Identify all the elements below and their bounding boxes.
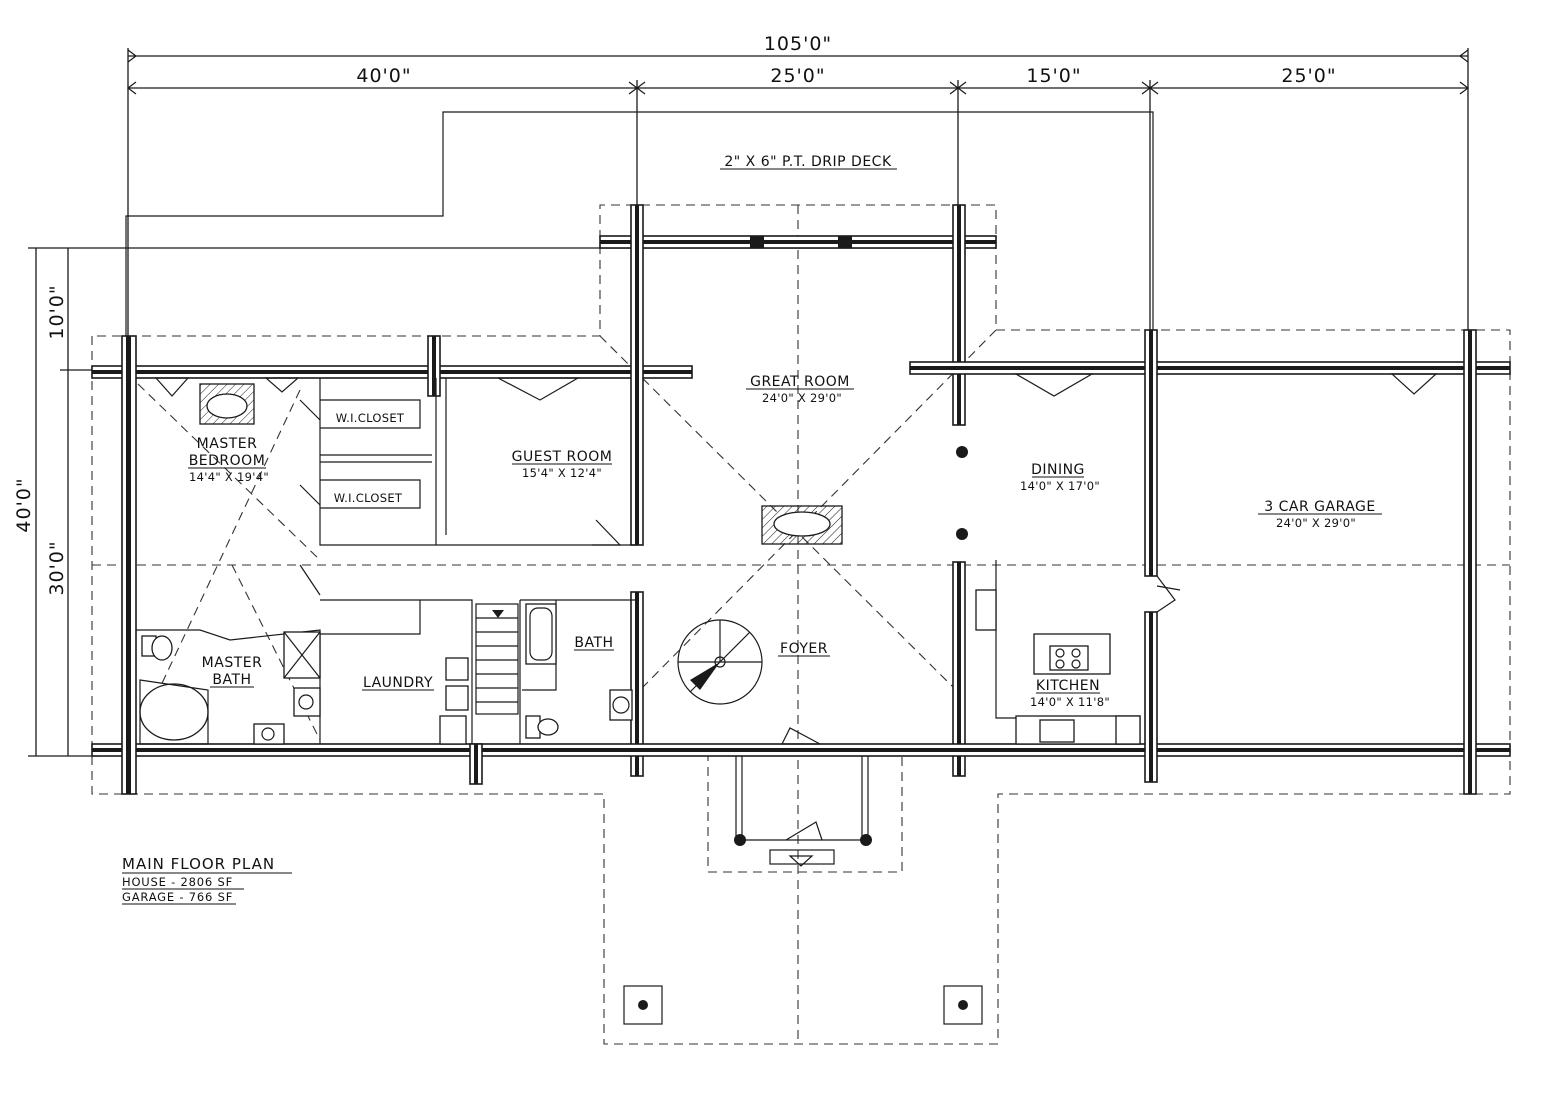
dim-segment-3: 15'0" xyxy=(1026,65,1081,87)
dim-segment-1: 40'0" xyxy=(356,65,411,87)
master-bedroom-label-2: BEDROOM xyxy=(189,453,266,469)
dim-vertical-upper: 10'0" xyxy=(46,284,68,339)
foyer-label: FOYER xyxy=(780,641,828,657)
fireplace-great-room xyxy=(761,505,843,545)
interior-partitions xyxy=(136,378,1181,744)
left-dimensions: 40'0" 10'0" 30'0" xyxy=(13,247,960,757)
kitchen-fixtures xyxy=(975,589,1141,745)
fireplace-master xyxy=(199,383,255,425)
spiral-stair xyxy=(677,619,763,705)
master-bath-label-2: BATH xyxy=(212,672,251,688)
wi-closet-2-label: W.I.CLOSET xyxy=(334,491,403,505)
dim-vertical-total: 40'0" xyxy=(13,477,35,532)
great-room-size: 24'0" X 29'0" xyxy=(762,391,842,405)
drip-deck-outline xyxy=(125,111,1154,362)
bath-label: BATH xyxy=(574,635,613,651)
garage-area: GARAGE - 766 SF xyxy=(122,890,233,904)
roof-overhang xyxy=(91,204,1511,1045)
top-dimensions: 105'0" 40'0" 25'0" 15'0" 25'0" xyxy=(127,33,1469,360)
dim-segment-2: 25'0" xyxy=(770,65,825,87)
dim-overall: 105'0" xyxy=(764,33,832,55)
stairs xyxy=(475,603,519,715)
guest-room-size: 15'4" X 12'4" xyxy=(522,466,602,480)
garage-label: 3 CAR GARAGE xyxy=(1264,499,1376,515)
kitchen-label: KITCHEN xyxy=(1036,678,1100,694)
house-area: HOUSE - 2806 SF xyxy=(122,875,233,889)
master-bath-label-1: MASTER xyxy=(202,655,263,671)
dim-segment-4: 25'0" xyxy=(1281,65,1336,87)
kitchen-size: 14'0" X 11'8" xyxy=(1030,695,1110,709)
wi-closet-1-label: W.I.CLOSET xyxy=(336,411,405,425)
guest-room-label: GUEST ROOM xyxy=(512,449,613,465)
plan-title: MAIN FLOOR PLAN xyxy=(122,855,275,873)
garage-size: 24'0" X 29'0" xyxy=(1276,516,1356,530)
dining-label: DINING xyxy=(1031,462,1085,478)
doors xyxy=(154,373,1438,745)
deck-label: 2" X 6" P.T. DRIP DECK xyxy=(724,154,892,170)
room-labels: MASTER BEDROOM 14'4" X 19'4" W.I.CLOSET … xyxy=(188,374,1382,709)
dim-vertical-lower: 30'0" xyxy=(46,540,68,595)
dining-size: 14'0" X 17'0" xyxy=(1020,479,1100,493)
great-room-label: GREAT ROOM xyxy=(750,374,850,390)
title-block: MAIN FLOOR PLAN HOUSE - 2806 SF GARAGE -… xyxy=(122,855,292,905)
columns xyxy=(623,446,983,1025)
master-bedroom-label-1: MASTER xyxy=(197,436,258,452)
laundry-label: LAUNDRY xyxy=(363,675,433,691)
exterior-walls xyxy=(91,204,1511,795)
bath-fixtures xyxy=(139,603,633,745)
entry-porch xyxy=(735,756,869,867)
master-bedroom-size: 14'4" X 19'4" xyxy=(189,470,269,484)
